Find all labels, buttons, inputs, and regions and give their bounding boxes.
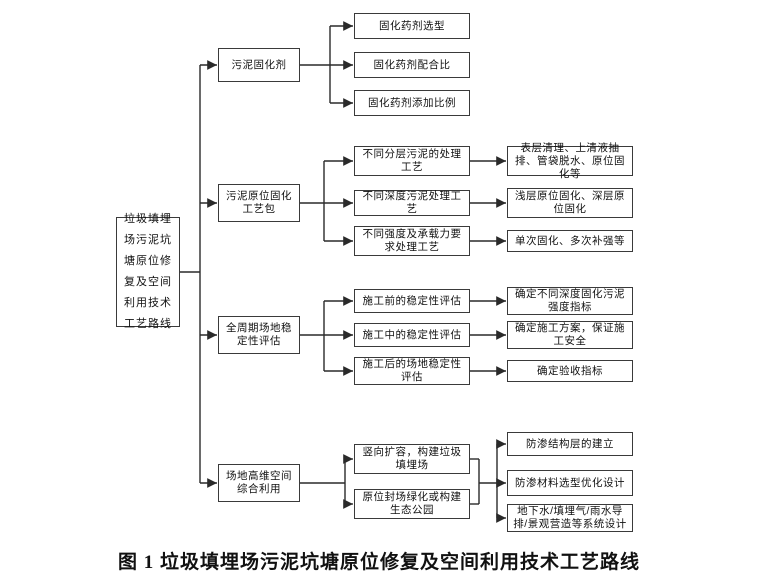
node-during-construction-assessment: 施工中的稳定性评估: [354, 323, 470, 347]
node-strength-bearing-treatment: 不同强度及承载力要求处理工艺: [354, 226, 470, 256]
node-single-multiple-reinforcement-detail: 单次固化、多次补强等: [507, 230, 633, 252]
node-post-construction-assessment: 施工后的场地稳定性评估: [354, 357, 470, 385]
node-agent-dosage-ratio: 固化药剂添加比例: [354, 90, 470, 116]
node-vertical-expansion: 竖向扩容，构建垃圾填埋场: [354, 444, 470, 474]
connectors: [180, 21, 506, 523]
node-sludge-solidifying-agent: 污泥固化剂: [218, 48, 300, 82]
node-anti-seepage-structure: 防渗结构层的建立: [507, 432, 633, 456]
node-acceptance-indicators-detail: 确定验收指标: [507, 360, 633, 382]
node-construction-plan-detail: 确定施工方案，保证施工安全: [507, 321, 633, 349]
node-strength-indicators-detail: 确定不同深度固化污泥强度指标: [507, 287, 633, 315]
node-full-cycle-stability-assessment: 全周期场地稳定性评估: [218, 316, 300, 354]
node-system-design: 地下水/填埋气/雨水导排/景观营造等系统设计: [507, 504, 633, 532]
node-depth-sludge-treatment: 不同深度污泥处理工艺: [354, 190, 470, 216]
node-agent-mix-ratio: 固化药剂配合比: [354, 52, 470, 78]
node-anti-seepage-material-design: 防渗材料选型优化设计: [507, 470, 633, 496]
node-pre-construction-assessment: 施工前的稳定性评估: [354, 289, 470, 313]
node-agent-selection: 固化药剂选型: [354, 13, 470, 39]
figure-caption: 图 1 垃圾填埋场污泥坑塘原位修复及空间利用技术工艺路线: [117, 552, 640, 573]
node-surface-cleaning-detail: 表层清理、上清液抽排、管袋脱水、原位固化等: [507, 142, 633, 180]
root-node: 垃圾填埋场污泥坑塘原位修复及空间利用技术工艺路线: [116, 213, 180, 330]
node-shallow-deep-solidification-detail: 浅层原位固化、深层原位固化: [507, 188, 633, 218]
node-in-situ-solidification-process-package: 污泥原位固化工艺包: [218, 184, 300, 222]
node-closure-greening: 原位封场绿化或构建生态公园: [354, 489, 470, 519]
node-site-space-utilization: 场地高维空间综合利用: [218, 464, 300, 502]
node-layered-sludge-treatment: 不同分层污泥的处理工艺: [354, 146, 470, 176]
